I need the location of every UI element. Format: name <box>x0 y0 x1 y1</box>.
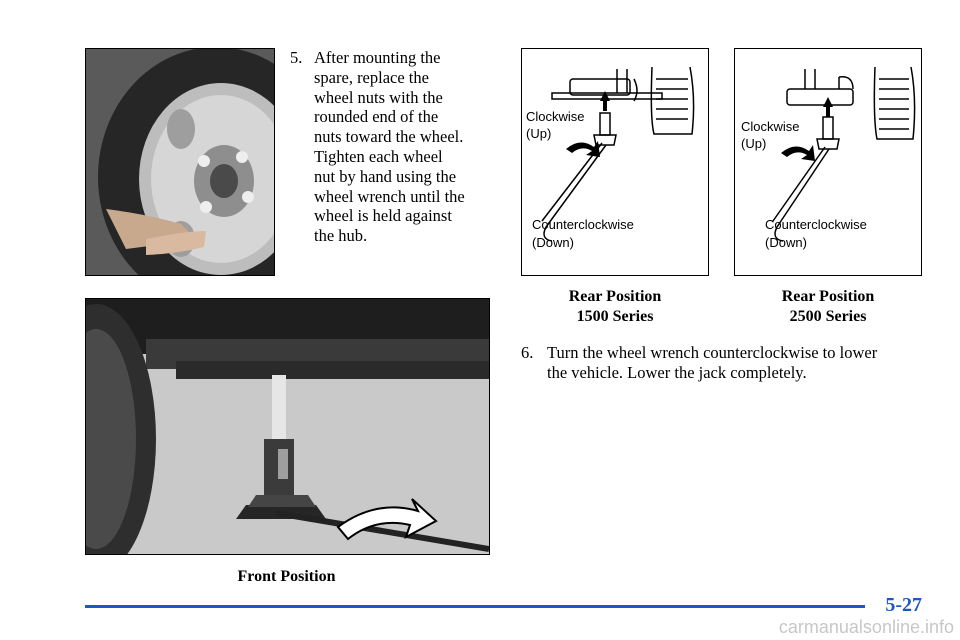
wheel-nuts-photo <box>85 48 275 276</box>
step-5-line: nut by hand using the <box>314 166 457 186</box>
rear-2500-figure: Clockwise (Up) Counterclockwise (Down) <box>734 48 922 276</box>
counterclockwise-label: Counterclockwise <box>765 217 867 232</box>
step-5-line: spare, replace the <box>314 67 429 87</box>
rear-1500-caption: Rear Position 1500 Series <box>521 287 709 327</box>
step-5-line: Tighten each wheel <box>314 147 443 166</box>
rear-1500-caption-line1: Rear Position <box>568 288 662 305</box>
step-6: 6. Turn the wheel wrench counterclockwis… <box>521 343 931 385</box>
clockwise-label: Clockwise <box>741 119 800 134</box>
down-label: (Down) <box>532 235 574 250</box>
up-label: (Up) <box>741 136 767 151</box>
page-number: 5-27 <box>885 594 922 616</box>
step-6-line: the vehicle. Lower the jack completely. <box>547 362 807 382</box>
step-5-line: rounded end of the <box>314 107 439 127</box>
rear-1500-jack-illustration <box>541 66 695 242</box>
step-5-line: After mounting the <box>314 48 441 67</box>
step-5: 5. After mounting the spare, replace the… <box>290 48 490 248</box>
front-jack-illustration <box>86 299 489 554</box>
rear-2500-caption: Rear Position 2500 Series <box>734 287 922 327</box>
rear-2500-jack-illustration <box>772 66 916 242</box>
rear-1500-figure: Clockwise (Up) Counterclockwise (Down) <box>521 48 709 276</box>
up-label: (Up) <box>526 126 552 141</box>
footer-rule <box>85 605 865 608</box>
rear-2500-caption-line1: Rear Position <box>781 288 875 305</box>
front-jack-photo <box>85 298 490 555</box>
step-5-line: nuts toward the wheel. <box>314 127 464 147</box>
rear-1500-caption-line2: 1500 Series <box>576 308 654 325</box>
step-6-line: Turn the wheel wrench counterclockwise t… <box>547 343 878 362</box>
rear-2500-caption-line2: 2500 Series <box>789 308 867 325</box>
step-5-line: wheel nuts with the <box>314 87 443 107</box>
step-5-line: wheel wrench until the <box>314 186 465 206</box>
front-position-caption: Front Position <box>237 568 336 585</box>
clockwise-label: Clockwise <box>526 109 585 124</box>
watermark: carmanualsonline.info <box>778 617 954 637</box>
step-5-line: wheel is held against <box>314 206 452 226</box>
wheel-nuts-illustration <box>86 49 274 275</box>
step-5-number: 5. <box>290 48 303 67</box>
step-6-number: 6. <box>521 343 534 362</box>
step-5-line: the hub. <box>314 226 368 246</box>
counterclockwise-label: Counterclockwise <box>532 217 634 232</box>
down-label: (Down) <box>765 235 807 250</box>
